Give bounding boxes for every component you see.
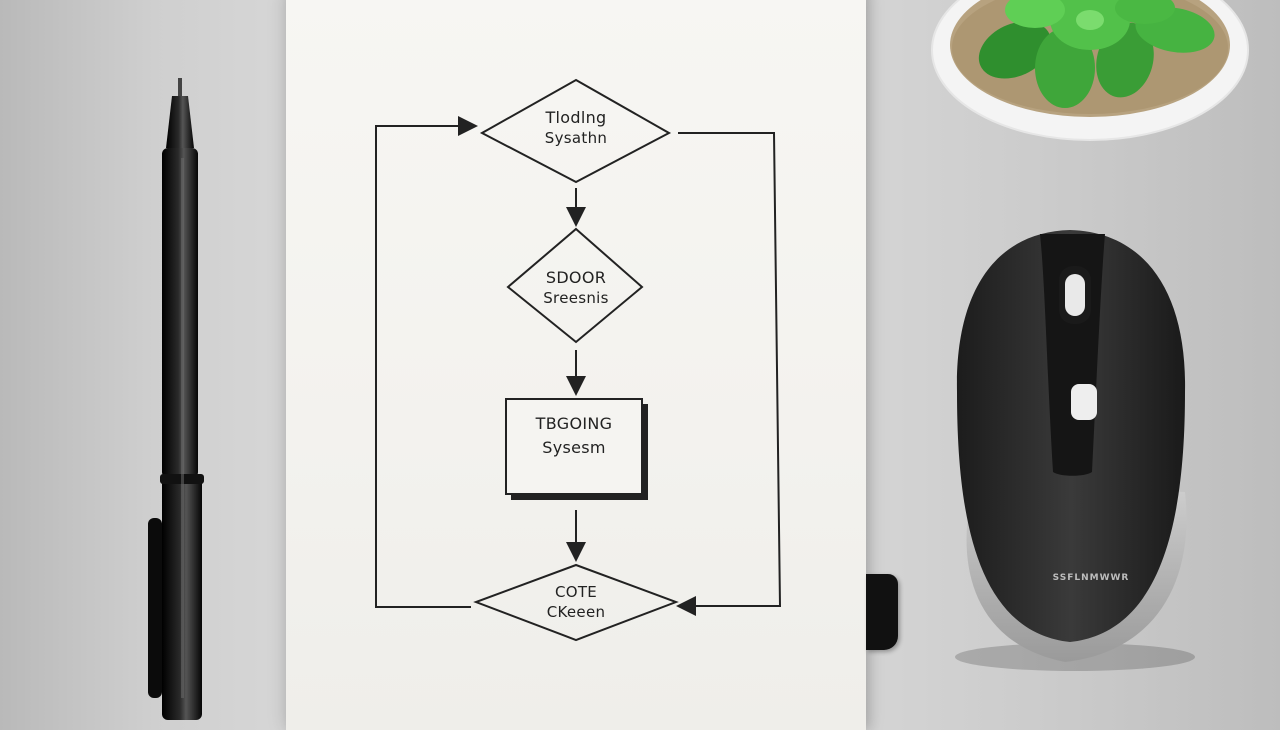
node-2-line1: SDOOR xyxy=(545,268,607,287)
succulent-plant-icon xyxy=(931,0,1249,141)
pen-icon xyxy=(148,78,204,720)
node-4-line2: CKeeen xyxy=(546,603,606,621)
node-3-line2: Sysesm xyxy=(542,438,606,457)
node-4-diamond xyxy=(473,563,679,642)
node-3-line1: TBGOING xyxy=(535,414,613,433)
node-1-line1: Tlodlng xyxy=(545,108,607,127)
node-1-diamond xyxy=(479,78,672,184)
loop-left xyxy=(375,116,478,608)
node-2-label: SDOOR Sreesnis xyxy=(496,268,656,308)
node-2-diamond xyxy=(506,227,644,344)
computer-mouse-icon xyxy=(955,230,1195,671)
node-1-label: Tlodlng Sysathn xyxy=(496,108,656,148)
node-4-line1: COTE xyxy=(554,583,598,601)
loop-right xyxy=(676,132,782,616)
node-3-label: TBGOING Sysesm xyxy=(494,414,654,458)
node-3-rect xyxy=(505,398,643,495)
node-1-line2: Sysathn xyxy=(544,129,608,147)
node-4-label: COTE CKeeen xyxy=(496,582,656,622)
node-2-line2: Sreesnis xyxy=(543,289,609,307)
flowchart xyxy=(375,78,782,642)
mouse-brand-text: SSFLNMWWR xyxy=(1052,573,1130,583)
paper-clip-edge xyxy=(866,574,898,650)
